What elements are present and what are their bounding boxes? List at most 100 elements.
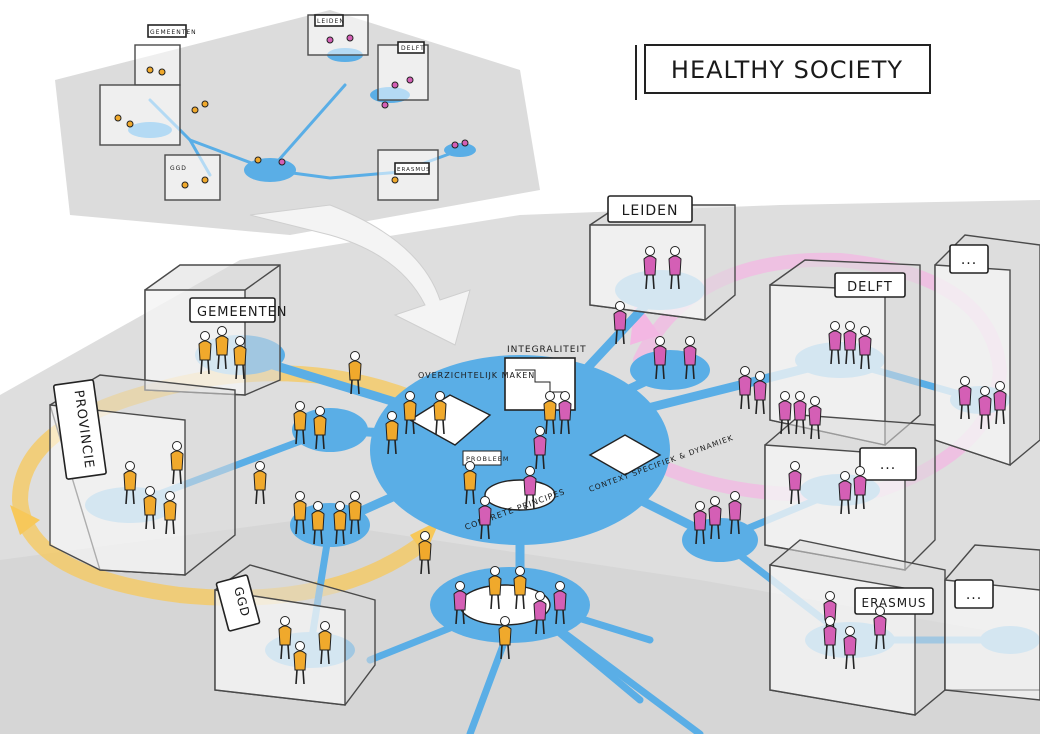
person-figure xyxy=(553,581,567,625)
person-figure xyxy=(738,366,752,410)
person-figure xyxy=(668,246,682,290)
box-label-leiden: LEIDEN xyxy=(622,203,679,219)
person-figure xyxy=(788,461,802,505)
box-leiden: LEIDEN xyxy=(589,195,736,321)
person-figure xyxy=(728,491,742,535)
person-figure xyxy=(653,336,667,380)
person-figure xyxy=(403,391,417,435)
people-pink xyxy=(453,246,1007,670)
svg-text:LEIDEN: LEIDEN xyxy=(317,18,345,25)
mini-box-delft: DELFT xyxy=(377,41,429,101)
person-figure xyxy=(418,531,432,575)
person-figure xyxy=(853,466,867,510)
person-figure xyxy=(558,391,572,435)
note-overzicht: OVERZICHTELIJK MAKEN xyxy=(418,371,535,380)
svg-text:ERASMUS: ERASMUS xyxy=(397,167,431,173)
person-figure xyxy=(478,496,492,540)
person-figure xyxy=(463,461,477,505)
people-orange xyxy=(123,326,557,685)
person-figure xyxy=(278,616,292,660)
person-figure xyxy=(170,441,184,485)
person-figure xyxy=(823,591,837,635)
title-box: HEALTHY SOCIETY xyxy=(635,44,931,100)
person-figure xyxy=(453,581,467,625)
person-figure xyxy=(523,466,537,510)
person-figure xyxy=(843,626,857,670)
person-figure xyxy=(253,461,267,505)
person-figure xyxy=(843,321,857,365)
orange-arrowhead-left xyxy=(10,505,40,535)
person-figure xyxy=(683,336,697,380)
svg-text:DELFT: DELFT xyxy=(401,45,425,52)
page-title: HEALTHY SOCIETY xyxy=(671,56,903,84)
person-figure xyxy=(488,566,502,610)
person-figure xyxy=(215,326,229,370)
box-more-top: ... xyxy=(934,234,1040,466)
box-label-more-top: ... xyxy=(961,252,977,268)
person-figure xyxy=(385,411,399,455)
mini-box-erasmus: ERASMUS xyxy=(377,149,439,201)
person-figure xyxy=(778,391,792,435)
person-figure xyxy=(498,616,512,660)
person-figure xyxy=(433,391,447,435)
person-figure xyxy=(348,491,362,535)
person-figure xyxy=(753,371,767,415)
person-figure xyxy=(708,496,722,540)
svg-text:GGD: GGD xyxy=(170,165,187,172)
mini-box-ggd: GGD xyxy=(164,154,221,201)
person-figure xyxy=(533,591,547,635)
box-label-delft: DELFT xyxy=(847,280,893,295)
person-figure xyxy=(693,501,707,545)
person-figure xyxy=(348,351,362,395)
mini-box-gemeenten: GEMEENTEN xyxy=(134,24,197,86)
person-figure xyxy=(643,246,657,290)
person-figure xyxy=(293,641,307,685)
person-figure xyxy=(293,491,307,535)
box-gemeenten: GEMEENTEN xyxy=(144,264,288,396)
person-figure xyxy=(533,426,547,470)
note-integraliteit: INTEGRALITEIT xyxy=(507,345,587,355)
person-figure xyxy=(123,461,137,505)
box-label-gemeenten: GEMEENTEN xyxy=(197,305,288,320)
mini-box-provincie xyxy=(99,84,181,146)
person-figure xyxy=(293,401,307,445)
person-figure xyxy=(958,376,972,420)
person-figure xyxy=(513,566,527,610)
person-figure xyxy=(543,391,557,435)
person-figure xyxy=(313,406,327,450)
person-figure xyxy=(823,616,837,660)
box-ggd: GGD xyxy=(214,564,376,706)
svg-text:GEMEENTEN: GEMEENTEN xyxy=(150,29,197,36)
person-figure xyxy=(163,491,177,535)
person-figure xyxy=(311,501,325,545)
person-figure xyxy=(858,326,872,370)
person-figure xyxy=(613,301,627,345)
hub-table-right xyxy=(588,434,662,476)
zoom-arrow xyxy=(249,204,471,346)
note-probleem: PROBLEEM xyxy=(466,455,509,463)
person-figure xyxy=(838,471,852,515)
person-figure xyxy=(333,501,347,545)
integraliteit-board: INTEGRALITEIT xyxy=(504,345,587,411)
box-label-more-bottom: ... xyxy=(966,587,982,603)
person-figure xyxy=(198,331,212,375)
box-provincie: PROVINCIE xyxy=(49,374,236,576)
person-figure xyxy=(993,381,1007,425)
person-figure xyxy=(318,621,332,665)
box-more-bottom: ... xyxy=(944,544,1040,701)
box-erasmus: ERASMUS xyxy=(769,539,946,716)
person-figure xyxy=(143,486,157,530)
person-figure xyxy=(978,386,992,430)
person-figure xyxy=(808,396,822,440)
box-label-erasmus: ERASMUS xyxy=(861,596,926,610)
mini-people xyxy=(114,34,469,189)
person-figure xyxy=(233,336,247,380)
person-figure xyxy=(793,391,807,435)
hub-round-table xyxy=(484,479,556,511)
box-label-more-middle: ... xyxy=(880,457,896,473)
person-figure xyxy=(873,606,887,650)
person-figure xyxy=(828,321,842,365)
mini-box-leiden: LEIDEN xyxy=(307,14,369,56)
